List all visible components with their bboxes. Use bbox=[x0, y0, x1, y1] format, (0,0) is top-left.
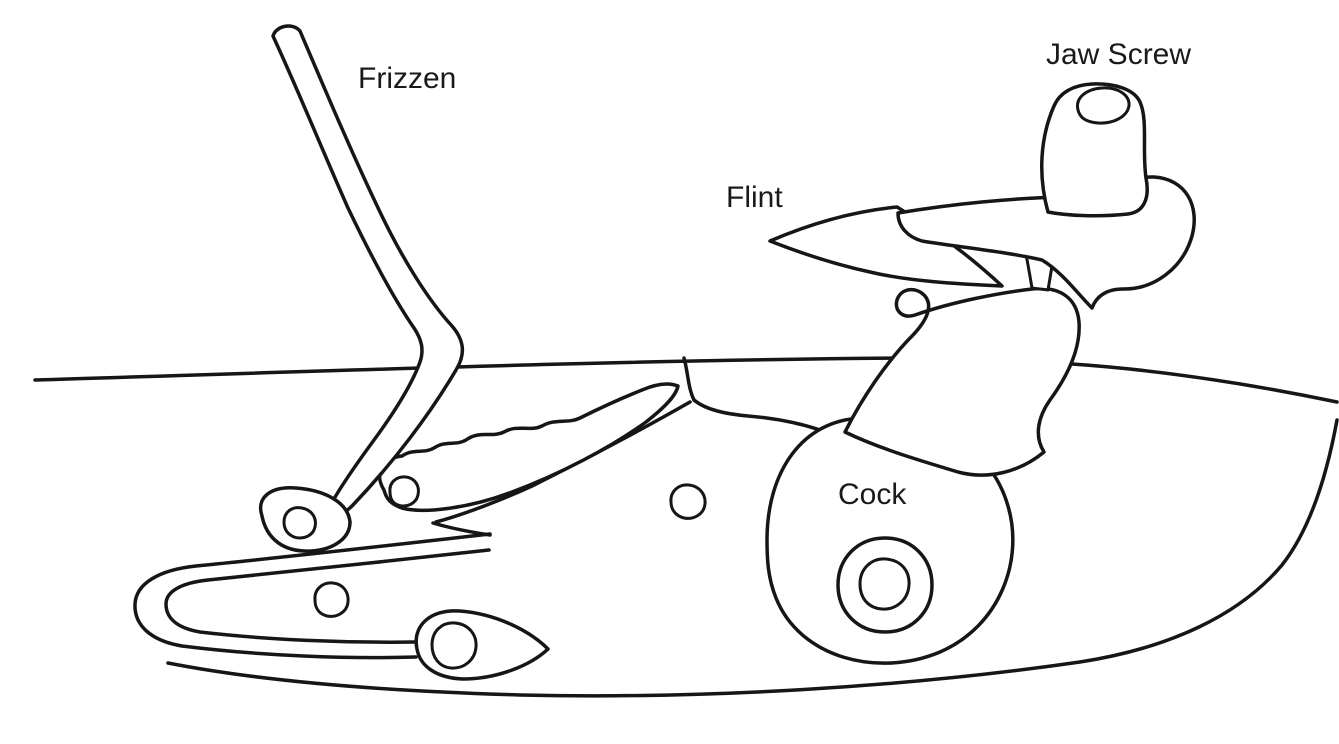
cock-pivot-screw bbox=[858, 557, 911, 611]
mainspring-outer-edge bbox=[133, 532, 492, 660]
label-flint: Flint bbox=[726, 181, 783, 214]
label-cock: Cock bbox=[838, 478, 907, 511]
cock-neck bbox=[843, 286, 1081, 477]
frizzen-spring-screw bbox=[388, 475, 420, 508]
flint-shape bbox=[768, 205, 1004, 288]
plate-screw-center bbox=[669, 483, 707, 520]
frizzen-pivot-screw bbox=[282, 506, 317, 540]
plate-screw-left bbox=[313, 581, 350, 618]
plate-bottom-edge bbox=[166, 418, 1339, 698]
frizzen-arm bbox=[271, 24, 465, 518]
pan-notch-line bbox=[682, 356, 696, 402]
frizzen-spring bbox=[378, 382, 680, 513]
label-frizzen: Frizzen bbox=[358, 62, 457, 95]
plate-top-line-left bbox=[33, 356, 910, 382]
pan-top-line bbox=[692, 398, 822, 432]
mainspring-inner-edge bbox=[164, 548, 491, 644]
mainspring-boss-screw bbox=[430, 621, 478, 670]
plate-top-line-right bbox=[1070, 362, 1339, 404]
label-jaw-screw: Jaw Screw bbox=[1046, 38, 1192, 71]
jaw-screw-opening bbox=[1076, 86, 1131, 125]
